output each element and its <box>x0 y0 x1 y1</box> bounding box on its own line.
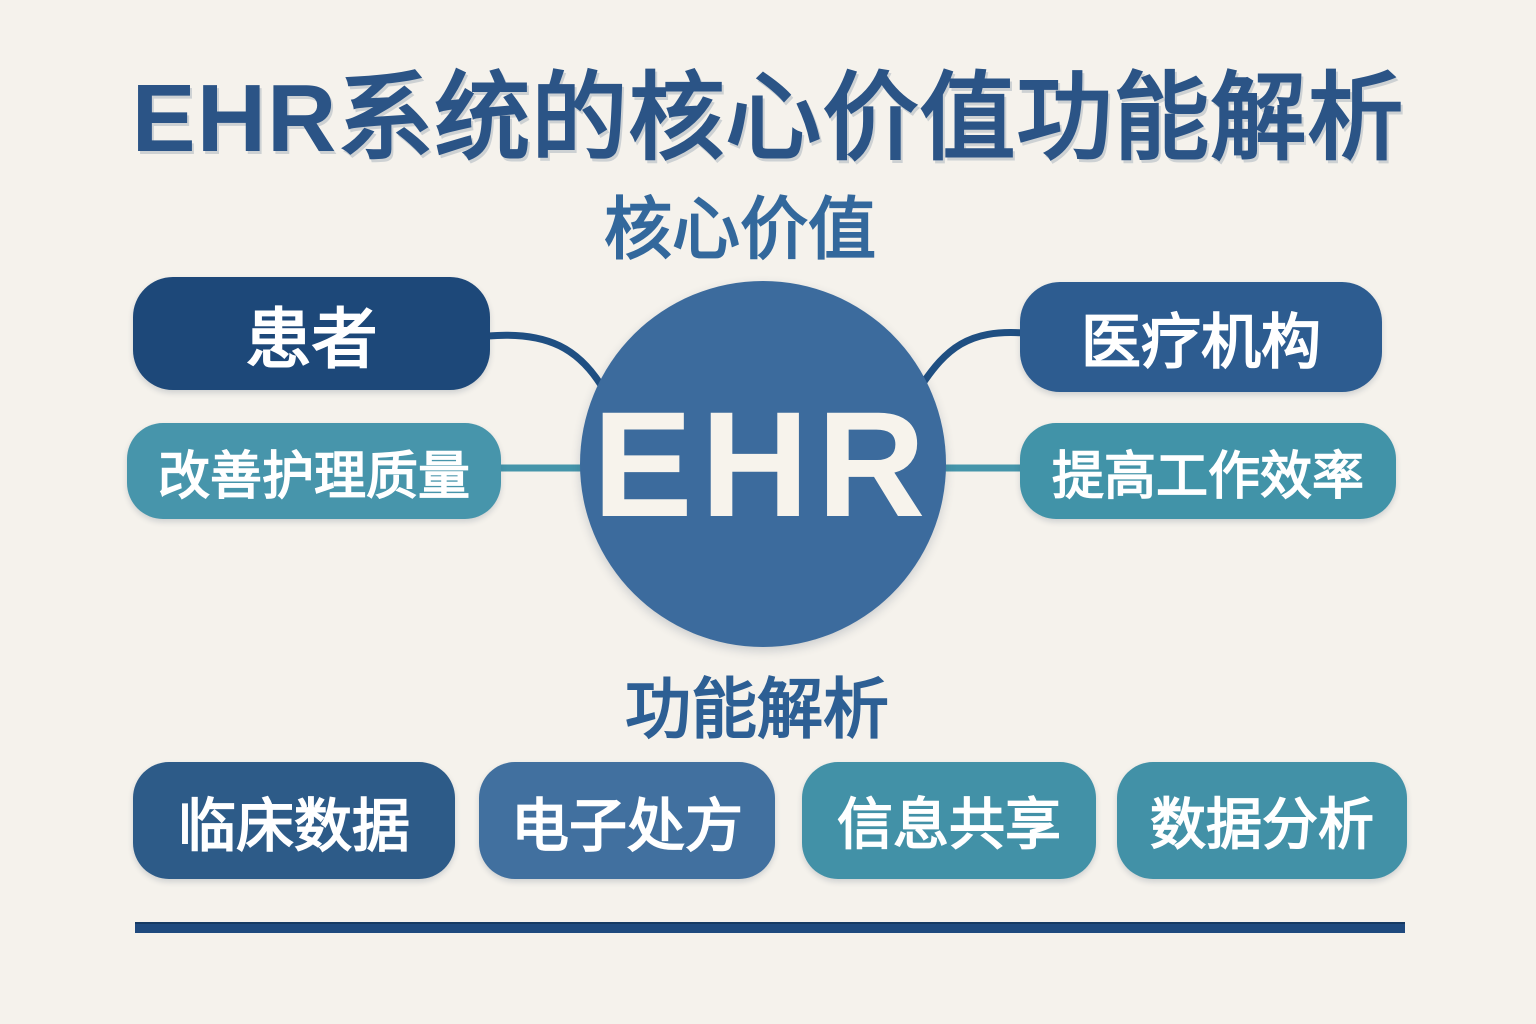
node-clinical-data-label: 临床数据 <box>177 793 410 859</box>
ehr-center-circle: EHR <box>580 281 946 647</box>
section-heading-function-analysis: 功能解析 <box>625 672 889 746</box>
connector-org-to-ehr <box>917 328 1028 390</box>
node-work-efficiency-label: 提高工作效率 <box>1051 447 1364 506</box>
node-medical-institution: 医疗机构 <box>1020 282 1382 392</box>
node-improve-care-quality-label: 改善护理质量 <box>157 447 470 506</box>
node-electronic-prescription-label: 电子处方 <box>510 793 743 859</box>
node-information-sharing: 信息共享 <box>802 762 1096 879</box>
node-information-sharing-label: 信息共享 <box>837 793 1061 856</box>
page-title: EHR系统的核心价值功能解析 <box>131 65 1405 172</box>
node-electronic-prescription: 电子处方 <box>479 762 775 879</box>
connector-patient-to-ehr <box>484 331 608 394</box>
section-heading-core-value: 核心价值 <box>603 192 876 268</box>
bottom-divider-line <box>135 922 1405 933</box>
node-patient: 患者 <box>133 277 490 390</box>
ehr-center-label: EHR <box>592 379 934 548</box>
node-data-analysis-label: 数据分析 <box>1150 793 1374 856</box>
node-data-analysis: 数据分析 <box>1117 762 1407 879</box>
node-clinical-data: 临床数据 <box>133 762 455 879</box>
node-patient-label: 患者 <box>245 301 378 376</box>
node-medical-institution-label: 医疗机构 <box>1081 308 1321 376</box>
node-work-efficiency: 提高工作效率 <box>1020 423 1396 519</box>
node-improve-care-quality: 改善护理质量 <box>127 423 501 519</box>
